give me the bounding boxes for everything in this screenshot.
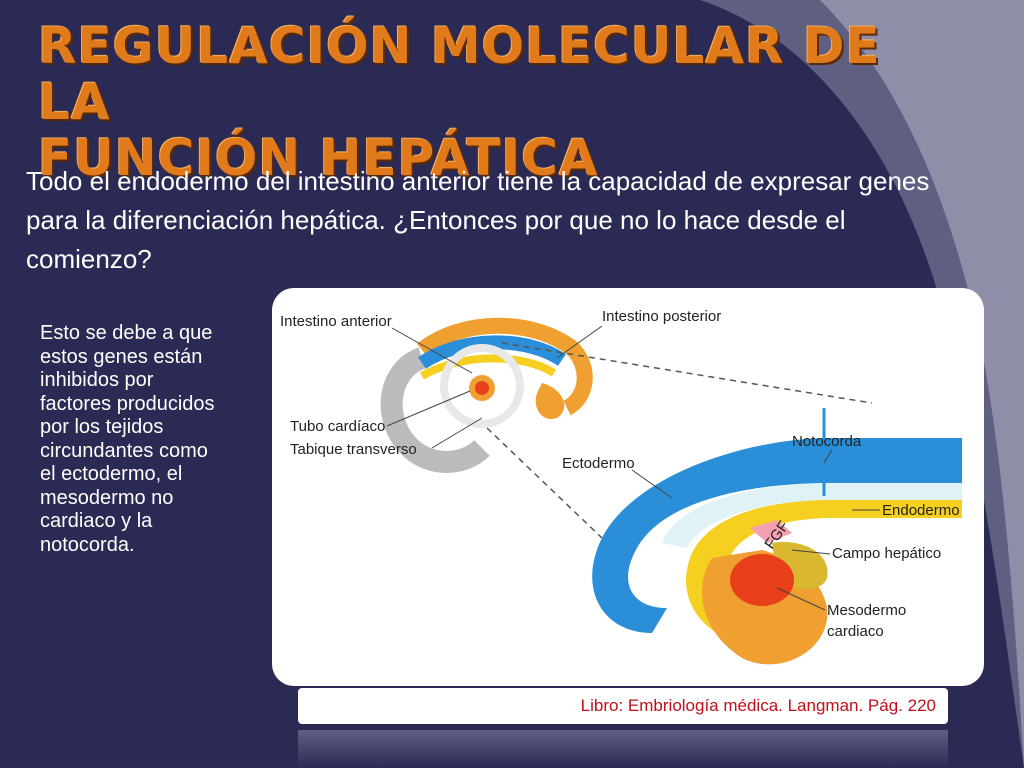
small-embryo xyxy=(380,317,593,473)
label-mesodermo-1: Mesodermo xyxy=(827,602,906,619)
embryo-diagram: FGF Intestino anterior Intestino posteri… xyxy=(280,308,962,665)
label-notocorda: Notocorda xyxy=(792,433,862,450)
label-intestino-anterior: Intestino anterior xyxy=(280,313,392,330)
label-tubo-cardiaco: Tubo cardíaco xyxy=(290,418,385,435)
label-endodermo: Endodermo xyxy=(882,502,960,519)
intro-paragraph: Todo el endodermo del intestino anterior… xyxy=(26,166,930,274)
label-mesodermo-2: cardiaco xyxy=(827,623,884,640)
slide-title: REGULACIÓN MOLECULAR DE LA FUNCIÓN HEPÁT… xyxy=(38,18,938,186)
label-campo-hepatico: Campo hepático xyxy=(832,545,941,562)
label-tabique-transverso: Tabique transverso xyxy=(290,441,417,458)
enlarged-section: FGF xyxy=(592,408,962,665)
caption-reflection xyxy=(298,730,948,768)
caption-box: Libro: Embriología médica. Langman. Pág.… xyxy=(298,688,948,724)
explanation-text: Esto se debe a que estos genes están inh… xyxy=(40,322,215,556)
label-ectodermo: Ectodermo xyxy=(562,455,635,472)
label-intestino-posterior: Intestino posterior xyxy=(602,308,721,325)
embryo-figure: FGF Intestino anterior Intestino posteri… xyxy=(272,288,984,686)
figure-caption: Libro: Embriología médica. Langman. Pág.… xyxy=(580,696,936,715)
title-line-1: REGULACIÓN MOLECULAR DE LA xyxy=(38,17,881,131)
title-line-2: FUNCIÓN HEPÁTICA xyxy=(38,129,599,187)
